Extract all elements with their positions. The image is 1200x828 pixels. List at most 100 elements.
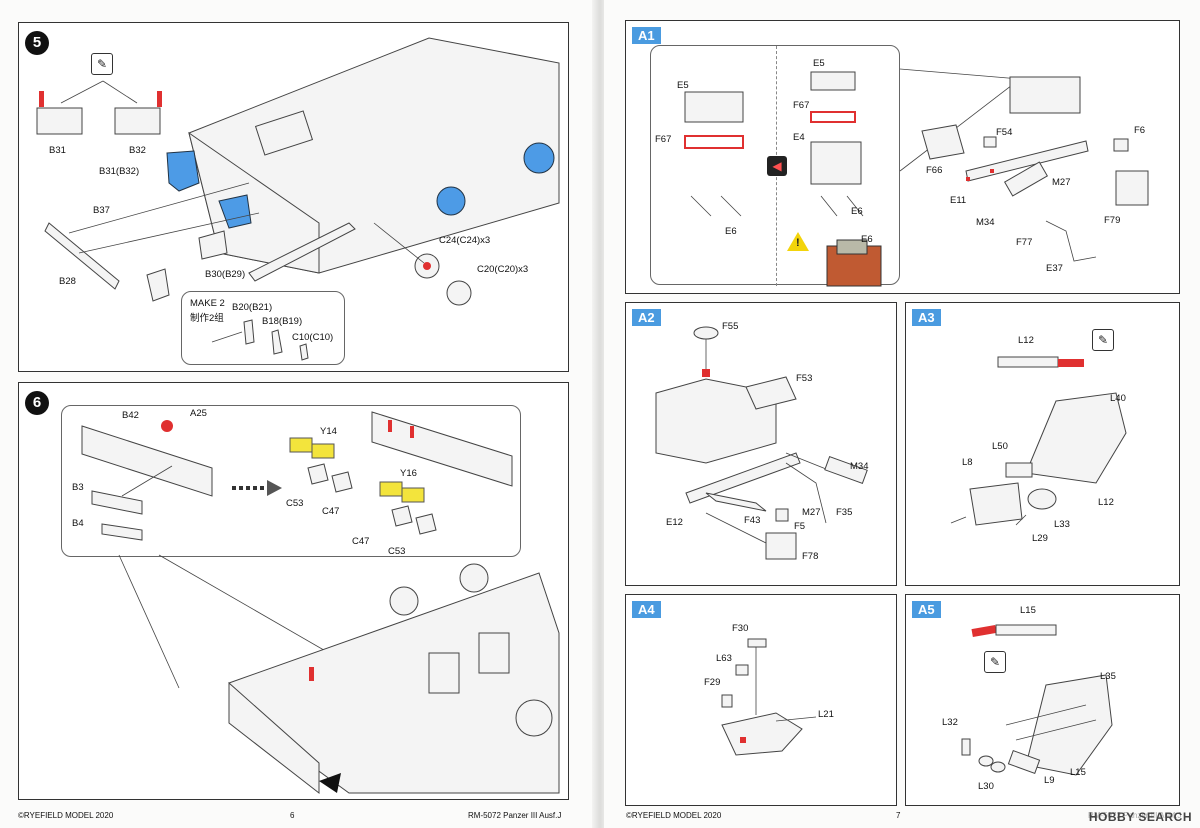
footer-product: RM-5072 Panzer III Ausf.J (468, 811, 562, 820)
step-5-panel: 5 ✎ (18, 22, 569, 372)
label-l50: L50 (992, 441, 1008, 452)
label-l9: L9 (1044, 775, 1055, 786)
step-5-drawing (36, 37, 560, 306)
label-l29: L29 (1032, 533, 1048, 544)
tag-a2: A2 (632, 309, 661, 326)
label-e12: E12 (666, 517, 683, 528)
tag-a4: A4 (632, 601, 661, 618)
label-b4: B4 (72, 518, 84, 529)
footer-page-number: 6 (290, 811, 295, 820)
label-f54: F54 (996, 127, 1013, 138)
label-l21: L21 (818, 709, 834, 720)
tag-a1: A1 (632, 27, 661, 44)
label-b18b19: B18(B19) (262, 316, 303, 327)
label-l33: L33 (1054, 519, 1070, 530)
label-l12-b: L12 (1098, 497, 1114, 508)
label-a25: A25 (190, 408, 207, 419)
make-2-subassembly: MAKE 2 制作2组 B20(B21) B18(B19) C10(C10) (181, 291, 345, 365)
label-b37: B37 (93, 205, 110, 216)
step-6-detail-callout: B42 A25 B3 B4 Y14 Y16 C53 C47 C47 C53 (61, 405, 521, 557)
tag-a3: A3 (912, 309, 941, 326)
subassembly-a4-panel: A4 F30 L63 F29 L21 (625, 594, 897, 806)
label-b28: B28 (59, 276, 76, 287)
label-l30: L30 (978, 781, 994, 792)
label-e5-b: E5 (813, 58, 825, 69)
label-f55: F55 (722, 321, 739, 332)
a1-battery-callout: ◀ ! E5 F67 E6 E5 F67 E4 E6 E6 (650, 45, 900, 287)
label-y14: Y14 (320, 426, 337, 437)
label-m27: M27 (1052, 177, 1071, 188)
label-e4: E4 (793, 132, 805, 143)
label-f53: F53 (796, 373, 813, 384)
label-l35: L35 (1100, 671, 1116, 682)
tag-a5: A5 (912, 601, 941, 618)
a1-assembly-drawing (899, 68, 1149, 262)
label-m34: M34 (850, 461, 869, 472)
label-l15-b: L15 (1070, 767, 1086, 778)
footer-copyright: ©RYEFIELD MODEL 2020 (18, 811, 114, 820)
a4-drawing (721, 638, 817, 756)
label-m27: M27 (802, 507, 821, 518)
step-number: 5 (25, 31, 49, 55)
label-f43: F43 (744, 515, 761, 526)
footer-page-number: 7 (896, 811, 901, 820)
label-c47-a: C47 (322, 506, 340, 517)
label-e6-a: E6 (725, 226, 737, 237)
step-6-panel: 6 (18, 382, 569, 800)
step-number: 6 (25, 391, 49, 415)
subassembly-a5-panel: A5 ✎ L15 L35 L32 L30 L9 L15 (905, 594, 1180, 806)
label-b30b29: B30(B29) (205, 269, 246, 280)
make2-cn: 制作2组 (190, 313, 224, 324)
label-b3: B3 (72, 482, 84, 493)
label-l8: L8 (962, 457, 973, 468)
instruction-page-6: 5 ✎ (0, 0, 596, 828)
label-e11: E11 (950, 195, 967, 206)
footer-copyright: ©RYEFIELD MODEL 2020 (626, 811, 722, 820)
label-l63: L63 (716, 653, 732, 664)
label-e37: E37 (1046, 263, 1063, 274)
label-f78: F78 (802, 551, 819, 562)
label-c24: C24(C24)x3 (439, 235, 491, 246)
a5-drawing (961, 624, 1113, 776)
label-b20b21: B20(B21) (232, 302, 273, 313)
label-b31: B31 (49, 145, 66, 156)
label-f67-b: F67 (793, 100, 810, 111)
label-b42: B42 (122, 410, 139, 421)
label-f77: F77 (1016, 237, 1033, 248)
label-c47-b: C47 (352, 536, 370, 547)
label-l15-a: L15 (1020, 605, 1036, 616)
label-f79: F79 (1104, 215, 1121, 226)
label-f66: F66 (926, 165, 943, 176)
reverse-arrow-icon: ◀ (767, 156, 787, 176)
label-e6-b: E6 (851, 206, 863, 217)
label-l12-a: L12 (1018, 335, 1034, 346)
label-m34: M34 (976, 217, 995, 228)
warning-icon (787, 232, 809, 251)
label-c53-a: C53 (286, 498, 304, 509)
label-f29: F29 (704, 677, 721, 688)
label-f35: F35 (836, 507, 853, 518)
label-f6: F6 (1134, 125, 1146, 136)
label-f30: F30 (732, 623, 749, 634)
a3-drawing (950, 356, 1127, 526)
step-6-hull-drawing (118, 554, 560, 795)
label-y16: Y16 (400, 468, 417, 479)
make2-en: MAKE 2 (190, 298, 225, 309)
label-f5: F5 (794, 521, 806, 532)
instruction-page-7: A1 ◀ ! E5 F67 E6 E5 F67 (604, 0, 1200, 828)
label-e6-c: E6 (861, 234, 873, 245)
label-f67-a: F67 (655, 134, 672, 145)
pencil-icon: ✎ (1092, 329, 1114, 351)
subassembly-a3-panel: A3 ✎ L12 L40 L50 L8 L12 L33 L29 (905, 302, 1180, 586)
label-c53-b: C53 (388, 546, 406, 557)
hobby-search-watermark: HOBBY SEARCH (1088, 810, 1192, 824)
label-c20: C20(C20)x3 (477, 264, 529, 275)
pencil-icon: ✎ (91, 53, 113, 75)
a2-drawing (655, 326, 868, 560)
label-c10c10: C10(C10) (292, 332, 334, 343)
label-e5-a: E5 (677, 80, 689, 91)
pencil-icon: ✎ (984, 651, 1006, 673)
footer-product: RM-5072 Panzer III Ausf.J (1088, 811, 1182, 820)
label-b31b32: B31(B32) (99, 166, 140, 177)
label-l40: L40 (1110, 393, 1126, 404)
